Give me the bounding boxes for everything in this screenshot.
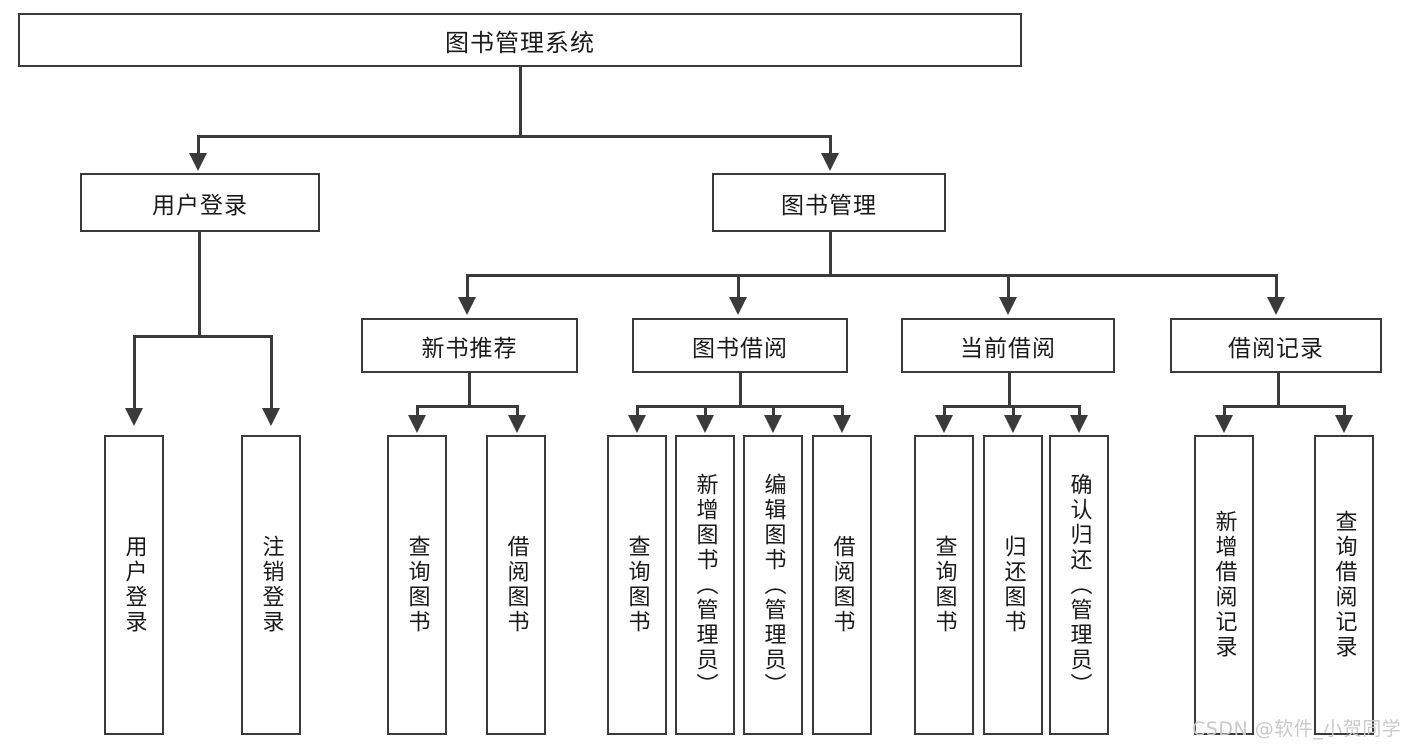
arrow-book-borrow-to-leaf1	[628, 415, 646, 433]
arrow-current-borrow-to-leaf3	[1070, 415, 1088, 433]
connector-new-book-stem	[468, 373, 471, 405]
arrow-root-to-user-login	[189, 153, 207, 171]
connector-root-to-user-login	[197, 135, 200, 157]
arrow-current-borrow-to-leaf1	[935, 415, 953, 433]
connector-current-borrow-to-leaf1	[943, 405, 946, 417]
node-label: 归还图书	[1000, 535, 1026, 635]
connector-book-mgmt-to-c1	[466, 274, 469, 299]
connector-book-borrow-to-leaf4	[841, 405, 844, 417]
node-label: 当前借阅	[960, 335, 1056, 362]
connector-user-login-bus	[133, 335, 272, 338]
arrow-records-to-leaf2	[1335, 415, 1353, 433]
connector-book-mgmt-to-c3	[1007, 274, 1010, 299]
connector-current-borrow-to-leaf2	[1012, 405, 1015, 417]
arrow-book-mgmt-to-c2	[729, 297, 747, 315]
arrow-current-borrow-to-leaf2	[1004, 415, 1022, 433]
arrow-records-to-leaf1	[1215, 415, 1233, 433]
node-label: 新增图书（管理员）	[692, 472, 718, 698]
leaf-current-confirm-return[interactable]: 确认归还（管理员）	[1049, 435, 1109, 735]
leaf-user-login-login[interactable]: 用户登录	[104, 435, 164, 735]
connector-book-mgmt-to-c2	[737, 274, 740, 299]
connector-current-borrow-to-leaf3	[1078, 405, 1081, 417]
node-label: 查询图书	[624, 535, 650, 635]
arrow-new-book-to-leaf1	[408, 415, 426, 433]
connector-user-login-stem	[198, 232, 201, 335]
node-label: 用户登录	[121, 535, 147, 635]
node-label: 新书推荐	[421, 335, 518, 362]
connector-book-borrow-stem	[739, 373, 742, 405]
leaf-current-return-book[interactable]: 归还图书	[983, 435, 1043, 735]
connector-records-to-leaf1	[1223, 405, 1226, 417]
connector-root-bus	[197, 135, 831, 138]
node-book-management[interactable]: 图书管理	[712, 173, 946, 232]
arrow-book-borrow-to-leaf2	[696, 415, 714, 433]
node-label: 查询图书	[931, 535, 957, 635]
connector-book-mgmt-stem	[829, 232, 832, 274]
arrow-new-book-to-leaf2	[508, 415, 526, 433]
node-label: 查询图书	[404, 535, 430, 635]
connector-book-borrow-to-leaf1	[636, 405, 639, 417]
connector-user-login-to-leaf1	[133, 335, 136, 410]
connector-records-stem	[1277, 373, 1280, 405]
leaf-new-book-borrow[interactable]: 借阅图书	[486, 435, 546, 735]
leaf-records-query-record[interactable]: 查询借阅记录	[1314, 435, 1374, 735]
arrow-user-login-to-leaf1	[125, 408, 143, 426]
node-label: 查询借阅记录	[1331, 510, 1357, 660]
node-label: 借阅图书	[503, 535, 529, 635]
connector-book-mgmt-to-c4	[1275, 274, 1278, 299]
arrow-user-login-to-leaf2	[262, 408, 280, 426]
connector-new-book-to-leaf2	[516, 405, 519, 417]
node-label: 图书管理	[781, 192, 877, 219]
connector-records-bus	[1223, 405, 1345, 408]
connector-book-mgmt-bus	[466, 274, 1278, 277]
leaf-borrow-edit-book[interactable]: 编辑图书（管理员）	[743, 435, 803, 735]
connector-root-stem	[519, 67, 522, 135]
arrow-book-mgmt-to-c4	[1267, 297, 1285, 315]
node-label: 确认归还（管理员）	[1066, 472, 1092, 698]
leaf-borrow-borrow-book[interactable]: 借阅图书	[812, 435, 872, 735]
node-label: 用户登录	[152, 192, 248, 219]
node-label: 新增借阅记录	[1211, 510, 1237, 660]
node-new-book-recommend[interactable]: 新书推荐	[361, 318, 578, 373]
node-borrow-records[interactable]: 借阅记录	[1170, 318, 1382, 373]
connector-records-to-leaf2	[1343, 405, 1346, 417]
node-label: 借阅图书	[829, 535, 855, 635]
arrow-book-mgmt-to-c3	[999, 297, 1017, 315]
connector-new-book-bus	[416, 405, 519, 408]
connector-new-book-to-leaf1	[416, 405, 419, 417]
node-root-system[interactable]: 图书管理系统	[18, 13, 1022, 67]
leaf-borrow-query-book[interactable]: 查询图书	[607, 435, 667, 735]
arrow-book-borrow-to-leaf3	[764, 415, 782, 433]
node-label: 图书管理系统	[445, 28, 595, 57]
node-book-borrow[interactable]: 图书借阅	[632, 318, 848, 373]
leaf-borrow-add-book[interactable]: 新增图书（管理员）	[675, 435, 735, 735]
leaf-records-add-record[interactable]: 新增借阅记录	[1194, 435, 1254, 735]
node-label: 编辑图书（管理员）	[760, 472, 786, 698]
arrow-book-mgmt-to-c1	[458, 297, 476, 315]
node-label: 借阅记录	[1228, 335, 1324, 362]
connector-book-borrow-bus	[636, 405, 844, 408]
watermark-text: CSDN @软件_小贺同学	[1192, 718, 1402, 740]
leaf-current-query-book[interactable]: 查询图书	[914, 435, 974, 735]
node-user-login[interactable]: 用户登录	[80, 173, 320, 232]
arrow-root-to-book-mgmt	[821, 153, 839, 171]
node-current-borrow[interactable]: 当前借阅	[901, 318, 1115, 373]
connector-root-to-book-mgmt	[829, 135, 832, 157]
connector-book-borrow-to-leaf2	[704, 405, 707, 417]
connector-current-borrow-stem	[1008, 373, 1011, 405]
node-label: 注销登录	[258, 535, 284, 635]
arrow-book-borrow-to-leaf4	[833, 415, 851, 433]
node-label: 图书借阅	[692, 335, 788, 362]
leaf-user-login-logout[interactable]: 注销登录	[241, 435, 301, 735]
connector-book-borrow-to-leaf3	[772, 405, 775, 417]
connector-user-login-to-leaf2	[270, 335, 273, 410]
leaf-new-book-query[interactable]: 查询图书	[387, 435, 447, 735]
